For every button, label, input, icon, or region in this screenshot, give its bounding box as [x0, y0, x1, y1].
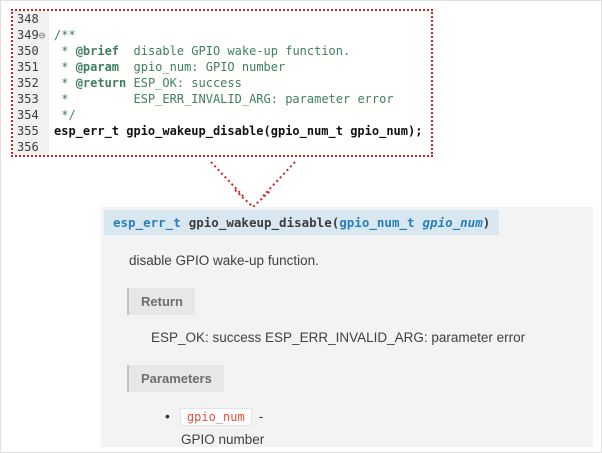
- return-text: ESP_OK: success ESP_ERR_INVALID_ARG: par…: [151, 330, 526, 345]
- code-line: 350 * @brief disable GPIO wake-up functi…: [13, 43, 431, 59]
- line-number-text: 351: [17, 60, 39, 74]
- code-text[interactable]: * @return ESP_OK: success: [49, 75, 431, 91]
- return-type-link[interactable]: esp_err_t: [113, 215, 181, 230]
- line-number: 352: [13, 75, 49, 91]
- code-comment: disable GPIO wake-up function.: [119, 44, 351, 58]
- doc-tag: @brief: [75, 44, 120, 58]
- code-line: 351 * @param gpio_num: GPIO number: [13, 59, 431, 75]
- function-signature: esp_err_t gpio_wakeup_disable(gpio_num_t g…: [104, 210, 500, 235]
- line-number: 354: [13, 107, 49, 123]
- code-editor: 348 349⊖ /** 350 * @brief disable GPIO w…: [11, 9, 433, 157]
- code-comment: */: [54, 108, 76, 122]
- parameter-description: GPIO number: [181, 432, 265, 447]
- code-line: 349⊖ /**: [13, 27, 431, 43]
- line-number: 355: [13, 123, 49, 139]
- line-number: 353: [13, 91, 49, 107]
- close-paren: ): [482, 215, 491, 230]
- brief-description: disable GPIO wake-up function.: [129, 253, 319, 268]
- code-comment: /**: [54, 28, 76, 42]
- doc-tag: @return: [75, 76, 127, 90]
- return-heading: Return: [127, 288, 195, 315]
- code-comment: *: [54, 92, 134, 106]
- code-text[interactable]: * @param gpio_num: GPIO number: [49, 59, 431, 75]
- code-text[interactable]: [49, 139, 431, 155]
- code-text[interactable]: /**: [49, 27, 431, 43]
- code-text[interactable]: [49, 11, 431, 27]
- fold-marker-icon[interactable]: ⊖: [38, 29, 46, 42]
- code-comment: *: [54, 44, 76, 58]
- line-number-text: 349: [17, 28, 39, 42]
- code-text[interactable]: * ESP_ERR_INVALID_ARG: parameter error: [49, 91, 431, 107]
- param-dash: -: [258, 409, 264, 424]
- code-text[interactable]: */: [49, 107, 431, 123]
- open-paren: (: [331, 215, 340, 230]
- bullet-icon: •: [165, 408, 170, 424]
- code-line: 353 * ESP_ERR_INVALID_ARG: parameter err…: [13, 91, 431, 107]
- function-name: gpio_wakeup_disable: [188, 215, 332, 230]
- param-code-chip: gpio_num: [179, 408, 252, 426]
- line-number: 349⊖: [13, 27, 49, 43]
- code-comment: ESP_OK: success: [126, 76, 242, 90]
- line-number-text: 354: [17, 108, 39, 122]
- line-number-text: 350: [17, 44, 39, 58]
- param-type-link[interactable]: gpio_num_t: [339, 215, 415, 230]
- code-comment: *: [54, 76, 76, 90]
- line-number-text: 356: [17, 140, 39, 154]
- code-comment: ESP_ERR_INVALID_ARG: parameter error: [133, 92, 394, 106]
- code-text[interactable]: esp_err_t gpio_wakeup_disable(gpio_num_t…: [49, 123, 431, 139]
- line-number-text: 355: [17, 124, 39, 138]
- line-number-text: 348: [17, 12, 39, 26]
- code-comment: *: [54, 60, 76, 74]
- code-statement: esp_err_t gpio_wakeup_disable(gpio_num_t…: [54, 124, 423, 138]
- code-comment: gpio_num: GPIO number: [119, 60, 286, 74]
- line-number: 351: [13, 59, 49, 75]
- param-name: gpio_num: [422, 215, 483, 230]
- line-number: 350: [13, 43, 49, 59]
- line-number: 356: [13, 139, 49, 155]
- code-line: 356: [13, 139, 431, 155]
- code-text[interactable]: * @brief disable GPIO wake-up function.: [49, 43, 431, 59]
- doc-tag: @param: [75, 60, 120, 74]
- parameters-heading: Parameters: [127, 365, 224, 392]
- line-number-text: 353: [17, 92, 39, 106]
- line-number: 348: [13, 11, 49, 27]
- code-line: 348: [13, 11, 431, 27]
- code-line: 354 */: [13, 107, 431, 123]
- line-number-text: 352: [17, 76, 39, 90]
- code-line: 355 esp_err_t gpio_wakeup_disable(gpio_n…: [13, 123, 431, 139]
- dotted-arrow-icon: [210, 161, 296, 209]
- code-line: 352 * @return ESP_OK: success: [13, 75, 431, 91]
- parameter-item: • gpio_num-: [165, 408, 593, 426]
